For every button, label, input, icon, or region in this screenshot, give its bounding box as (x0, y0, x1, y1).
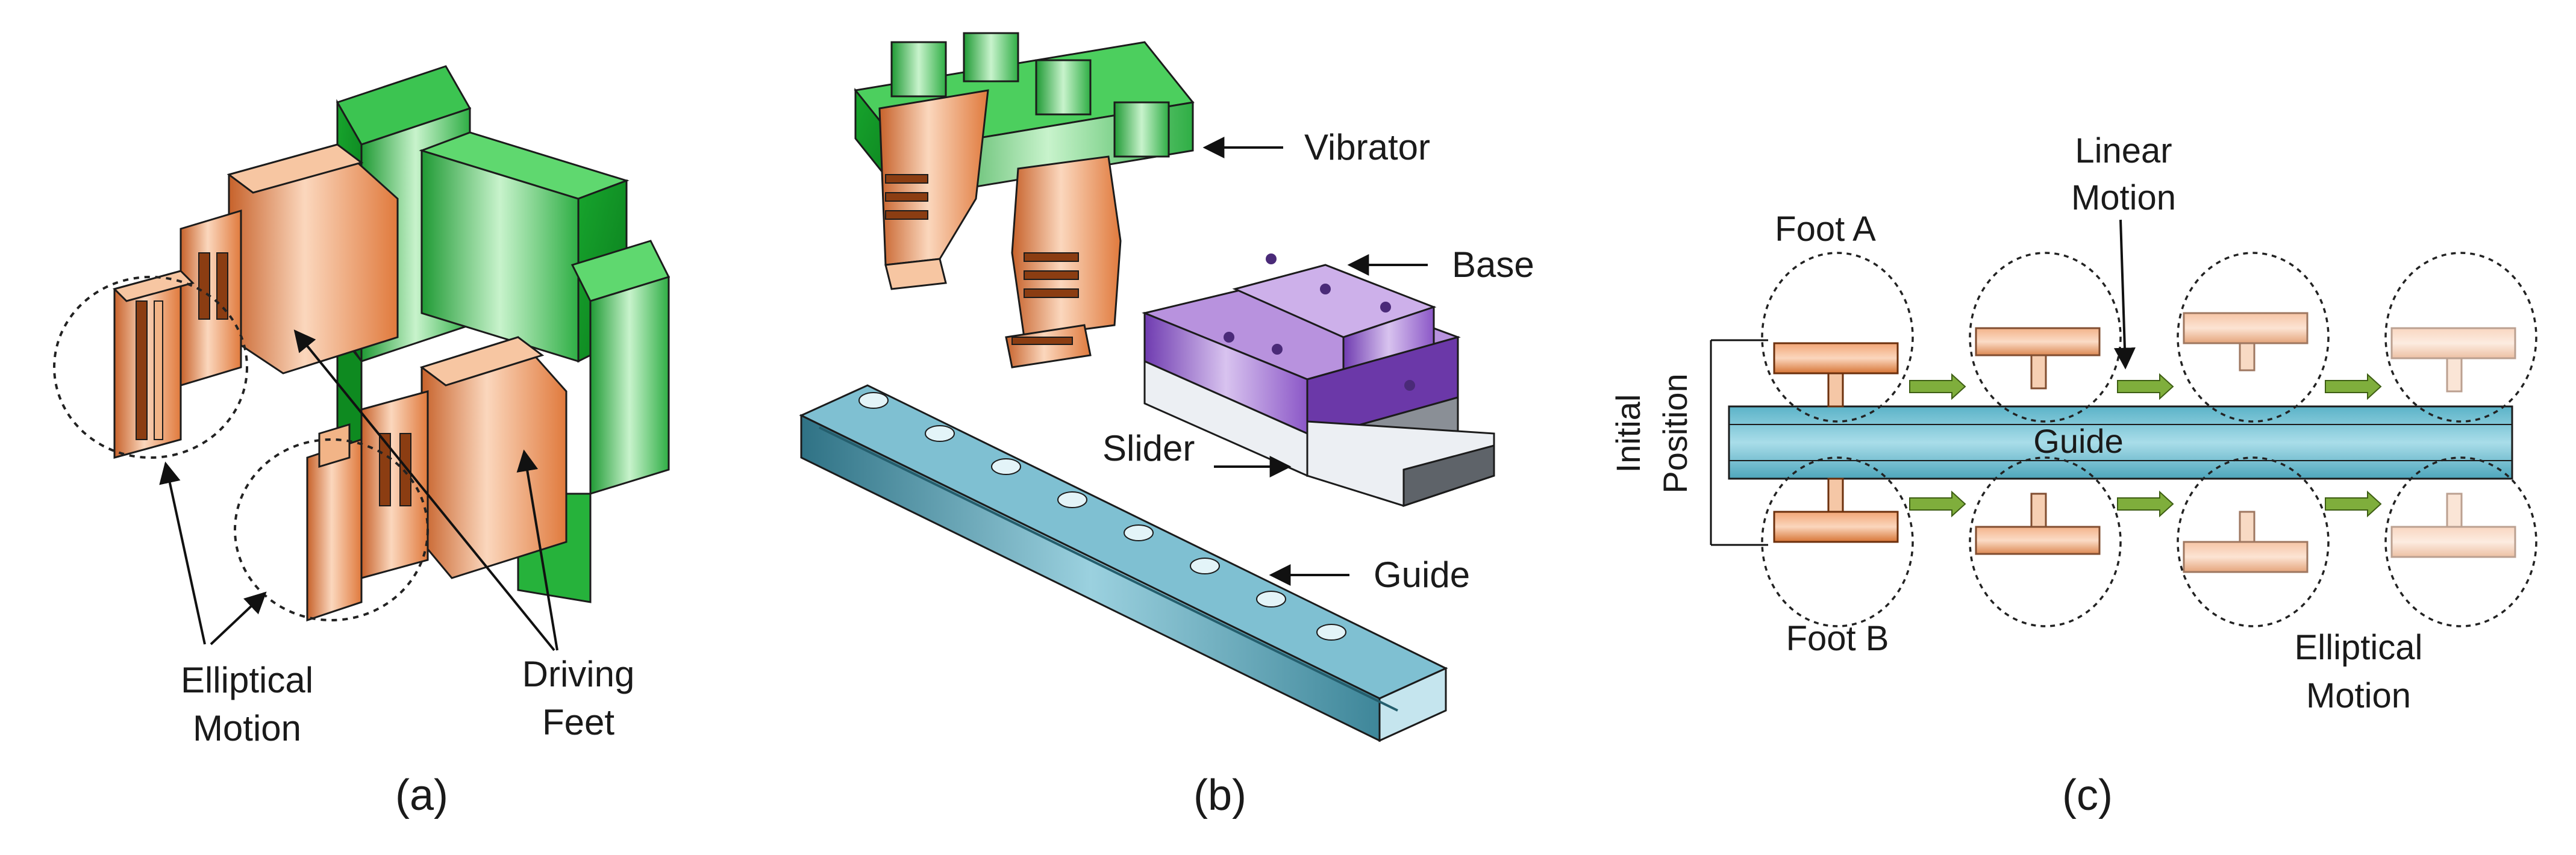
caption-a: (a) (395, 771, 448, 819)
foot-a-position-1 (1773, 342, 1899, 408)
foot-ellipse-b1 (1761, 456, 1914, 627)
foot-b-position-4 (2390, 493, 2516, 558)
arrow-driving-lower (516, 449, 558, 651)
foot-a-position-2 (1975, 327, 2101, 390)
panel-a: Elliptical Motion Driving Feet (a) (53, 65, 671, 819)
arrow-elliptical-lower (210, 591, 267, 645)
elliptical-motion-ellipse-upper (53, 276, 248, 459)
label-elliptical-line2: Motion (193, 708, 301, 748)
foot-ellipse-a3 (2177, 252, 2330, 423)
label-initial-position-line1: Initial (1609, 394, 1647, 473)
arrow-linear-motion (2113, 219, 2136, 370)
label-base: Base (1452, 244, 1534, 285)
guide-rail (799, 384, 1448, 742)
foot-ellipse-a2 (1969, 252, 2122, 423)
foot-ellipse-a4 (2384, 252, 2537, 423)
driving-foot-lower (306, 336, 567, 622)
label-linear-motion-line1: Linear (2075, 131, 2172, 170)
foot-b-position-3 (2183, 511, 2309, 573)
foot-a-position-3 (2183, 312, 2309, 372)
base-slider-assembly (1142, 253, 1495, 508)
foot-ellipse-b2 (1969, 456, 2122, 627)
label-elliptical-line1: Elliptical (181, 660, 313, 700)
arrow-driving-upper (293, 329, 555, 651)
label-linear-motion-line2: Motion (2071, 178, 2176, 217)
foot-a-position-4 (2390, 327, 2516, 393)
caption-b: (b) (1193, 771, 1246, 819)
arrow-elliptical-upper (159, 461, 206, 645)
label-foot-a: Foot A (1775, 210, 1876, 249)
label-foot-b: Foot B (1786, 619, 1889, 658)
elliptical-motion-ellipse-lower (234, 438, 429, 621)
panel-b: Vibrator Base Slider (799, 32, 1534, 819)
foot-ellipse-a1 (1761, 252, 1914, 423)
driving-foot-upper (113, 143, 399, 459)
label-initial-position-line2: Position (1656, 373, 1694, 493)
foot-ellipse-b3 (2177, 456, 2330, 627)
label-vibrator: Vibrator (1304, 127, 1430, 167)
label-guide-c: Guide (2033, 422, 2123, 460)
label-elliptical-motion-c-line1: Elliptical (2295, 628, 2423, 667)
label-elliptical-motion-c-line2: Motion (2306, 676, 2411, 715)
transition-arrows (1909, 373, 2382, 518)
vibrator-assembly (854, 32, 1195, 368)
guide-bar (1728, 405, 2513, 480)
label-slider: Slider (1102, 428, 1195, 468)
foot-ellipse-b4 (2384, 456, 2537, 627)
panel-c: Guide (1609, 131, 2537, 819)
foot-b-position-1 (1773, 477, 1899, 543)
label-driving-line2: Feet (542, 702, 614, 742)
label-guide: Guide (1374, 555, 1470, 595)
caption-c: (c) (2062, 771, 2113, 819)
foot-b-position-2 (1975, 493, 2101, 555)
label-driving-line1: Driving (522, 654, 635, 694)
